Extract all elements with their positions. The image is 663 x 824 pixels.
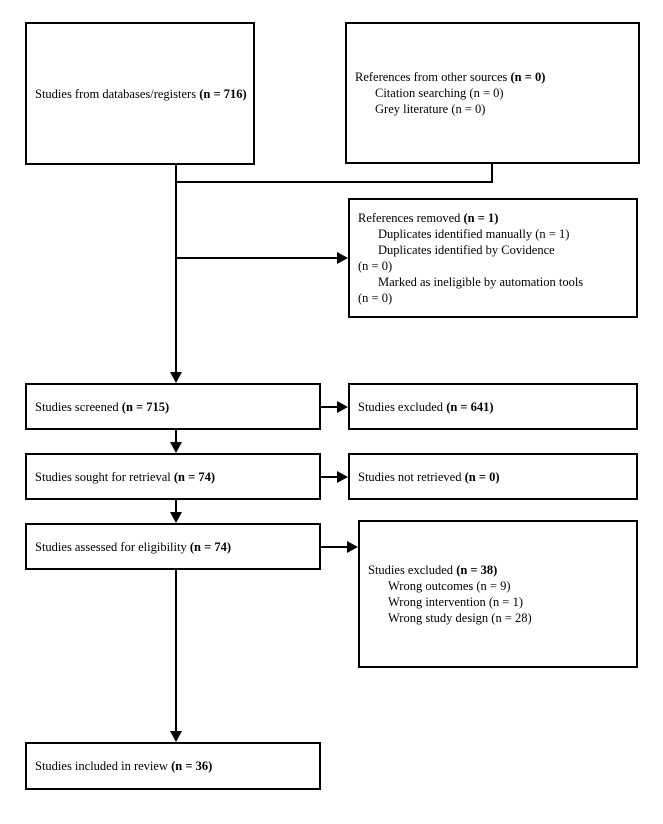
node-studies-excluded-eligibility: Studies excluded (n = 38) Wrong outcomes … bbox=[358, 520, 638, 668]
arrowhead-assessed-to-excluded bbox=[347, 541, 358, 553]
node-studies-sought-retrieval: Studies sought for retrieval (n = 74) bbox=[25, 453, 321, 500]
connector-assessed-to-included bbox=[175, 570, 177, 732]
node-text-line: Studies screened (n = 715) bbox=[35, 399, 170, 414]
node-text-line: Marked as ineligible by automation tools bbox=[378, 275, 584, 289]
connector-databases-stub bbox=[175, 165, 177, 183]
node-text-line: Wrong outcomes (n = 9) bbox=[388, 579, 511, 593]
node-text: Studies not retrieved (n = 0) bbox=[358, 469, 628, 485]
node-studies-from-databases: Studies from databases/registers (n = 71… bbox=[25, 22, 255, 165]
connector-screened-to-excluded bbox=[321, 406, 338, 408]
node-references-removed: References removed (n = 1) Duplicates ide… bbox=[348, 198, 638, 318]
node-text: References from other sources (n = 0) Cit… bbox=[355, 69, 630, 117]
node-studies-screened: Studies screened (n = 715) bbox=[25, 383, 321, 430]
connector-screened-to-sought bbox=[175, 430, 177, 443]
connector-spine-to-screened bbox=[175, 181, 177, 373]
node-text-line: Citation searching (n = 0) bbox=[375, 86, 504, 100]
node-text-line: References removed (n = 1) bbox=[358, 211, 499, 225]
arrowhead-to-references-removed bbox=[337, 252, 348, 264]
node-references-other-sources: References from other sources (n = 0) Cit… bbox=[345, 22, 640, 164]
node-text-line: Grey literature (n = 0) bbox=[375, 102, 486, 116]
node-text-line: Studies not retrieved (n = 0) bbox=[358, 469, 500, 484]
connector-to-references-removed bbox=[175, 257, 338, 259]
node-text-line: Studies included in review (n = 36) bbox=[35, 759, 213, 773]
node-text-line: (n = 0) bbox=[358, 291, 393, 305]
node-text-line: Studies excluded (n = 641) bbox=[358, 399, 494, 414]
node-text-line: Wrong study design (n = 28) bbox=[388, 611, 532, 625]
connector-sought-to-assessed bbox=[175, 500, 177, 513]
arrowhead-assessed-to-included bbox=[170, 731, 182, 742]
connector-merge-bar bbox=[175, 181, 493, 183]
arrowhead-screened-to-sought bbox=[170, 442, 182, 453]
node-text-line: Wrong intervention (n = 1) bbox=[388, 595, 523, 609]
node-text: Studies excluded (n = 38) Wrong outcomes … bbox=[368, 562, 628, 626]
node-studies-excluded-screening: Studies excluded (n = 641) bbox=[348, 383, 638, 430]
node-studies-not-retrieved: Studies not retrieved (n = 0) bbox=[348, 453, 638, 500]
arrowhead-sought-to-assessed bbox=[170, 512, 182, 523]
node-text: Studies screened (n = 715) bbox=[35, 399, 311, 415]
node-text-line: Duplicates identified by Covidence bbox=[378, 243, 555, 257]
arrowhead-screened-to-excluded bbox=[337, 401, 348, 413]
node-text-line: (n = 0) bbox=[358, 259, 393, 273]
connector-sought-to-not-retrieved bbox=[321, 476, 338, 478]
connector-other-sources-stub bbox=[491, 164, 493, 183]
node-text: Studies sought for retrieval (n = 74) bbox=[35, 469, 311, 485]
arrowhead-sought-to-not-retrieved bbox=[337, 471, 348, 483]
node-studies-included-review: Studies included in review (n = 36) bbox=[25, 742, 321, 790]
node-text: Studies excluded (n = 641) bbox=[358, 399, 628, 415]
arrowhead-to-screened bbox=[170, 372, 182, 383]
node-text: Studies assessed for eligibility (n = 74… bbox=[35, 539, 311, 555]
node-text-line: References from other sources (n = 0) bbox=[355, 70, 546, 84]
node-text-line: Studies excluded (n = 38) bbox=[368, 563, 498, 577]
node-text: References removed (n = 1) Duplicates ide… bbox=[358, 210, 628, 306]
node-text: Studies from databases/registers (n = 71… bbox=[35, 86, 247, 102]
node-text-line: Duplicates identified manually (n = 1) bbox=[378, 227, 570, 241]
node-text: Studies included in review (n = 36) bbox=[35, 758, 311, 774]
connector-assessed-to-excluded bbox=[321, 546, 348, 548]
node-text-line: Studies sought for retrieval (n = 74) bbox=[35, 469, 216, 484]
node-text-line: Studies assessed for eligibility (n = 74… bbox=[35, 539, 232, 554]
node-text-line: Studies from databases/registers (n = 71… bbox=[35, 86, 247, 101]
node-studies-assessed-eligibility: Studies assessed for eligibility (n = 74… bbox=[25, 523, 321, 570]
